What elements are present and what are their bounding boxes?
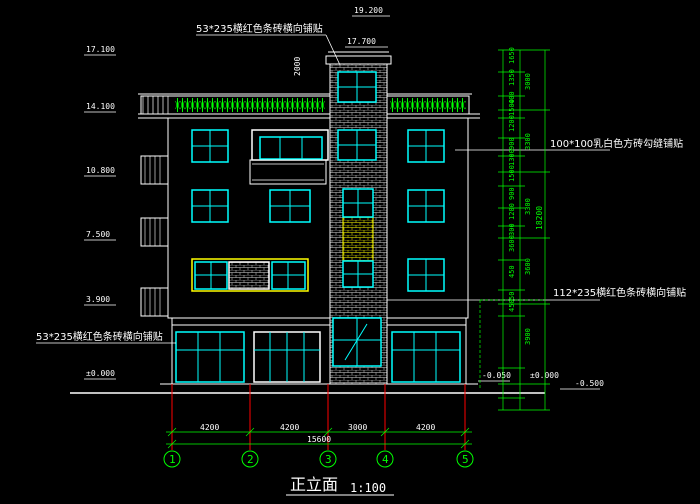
grid-bubbles: 1 2 3 4 5 [163,450,474,468]
right-dim-inner: 1500 [508,165,516,182]
right-dim-inner: 900 [508,187,516,200]
annotation-left-bottom: 53*235横红色条砖横向铺贴 [36,330,163,343]
grid-axis-label: 5 [462,453,469,466]
right-dim-inner: 900 [508,137,516,150]
right-dim-inner: 3600 [508,235,516,252]
right-dim-mid: 3000 [524,73,532,90]
right-dim-inner: 50 [508,292,516,300]
grid-bubble-1 [163,450,181,468]
windows [175,129,461,383]
level-right-neg500: -0.500 [575,379,604,388]
bottom-dims: 4200 4200 3000 4200 [200,423,435,432]
right-dim-mid: 3300 [524,198,532,215]
grid-bubble-5 [456,450,474,468]
grid-axis-label: 2 [247,453,254,466]
roof-railing [138,93,472,115]
level-right-0: ±0.000 [530,371,559,380]
level-3900: 3.900 [86,295,110,304]
drawing-scale: 1:100 [350,481,386,495]
right-total: 18200 [535,206,544,230]
right-dimension-lines [479,49,550,411]
right-dims-mid: 3000 3300 3300 3600 3900 [524,73,532,345]
right-dim-inner: 450 [508,265,516,278]
bottom-dim: 4200 [200,423,219,432]
bottom-total: 15600 [307,435,331,444]
bottom-dimension-lines [166,427,472,449]
bottom-dim: 3000 [348,423,367,432]
level-17700: 17.700 [347,37,376,46]
grid-axis-lines [171,384,466,450]
level-17100: 17.100 [86,45,115,54]
grid-axis-label: 1 [169,453,176,466]
right-dim-mid: 3300 [524,133,532,150]
right-dim-inner: 1500 [508,99,516,116]
grid-bubble-3 [319,450,337,468]
grid-bubble-4 [376,450,394,468]
stair-tower [325,51,392,385]
right-dim-mid: 3900 [524,328,532,345]
grid-axis-label: 3 [325,453,332,466]
right-dims-inner: 1650135040015001200900130015009001200300… [508,47,516,312]
drawing-title: 正立面 [290,475,338,494]
right-dim-inner: 1300 [508,149,516,166]
right-dim-inner: 1200 [508,115,516,132]
grid-bubble-2 [241,450,259,468]
level-14100: 14.100 [86,102,115,111]
right-dim-inner: 300 [508,223,516,236]
bottom-dim: 4200 [416,423,435,432]
annotation-right-mid: 112*235横红色条砖横向铺贴 [553,286,686,299]
level-7500: 7.500 [86,230,110,239]
right-dim-inner: 1350 [508,69,516,86]
level-markers-left [84,54,116,380]
balconies [140,155,327,317]
annotation-leaders [36,34,610,344]
bottom-dim: 4200 [280,423,299,432]
grid-axis-label: 4 [382,453,389,466]
right-dim-inner: 400 [508,91,516,104]
level-10800: 10.800 [86,166,115,175]
level-right-neg050: -0.050 [482,371,511,380]
level-19200: 19.200 [354,6,383,15]
annotation-right-top: 100*100乳白色方砖勾缝铺贴 [550,137,683,150]
right-dim-inner: 1200 [508,203,516,220]
right-dim-inner: 450 [508,299,516,312]
annotation-top-left: 53*235横红色条砖横向铺贴 [196,22,323,35]
right-dim-inner: 1650 [508,47,516,64]
level-0: ±0.000 [86,369,115,378]
right-dim-mid: 3600 [524,258,532,275]
level-2000: 2000 [293,57,302,76]
